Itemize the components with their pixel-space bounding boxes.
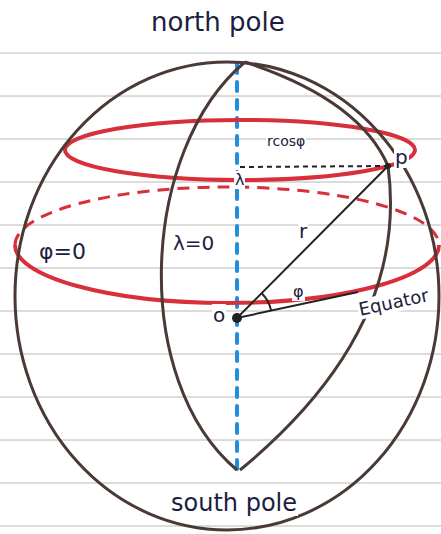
pole-label: south pole [170, 490, 298, 516]
angle-label: φ [292, 283, 305, 301]
angle-label: λ [234, 171, 245, 189]
point-dot [385, 163, 391, 169]
point-label: p [394, 146, 409, 168]
ruled-line [0, 526, 441, 527]
ruled-line [0, 397, 441, 398]
ruled-line [0, 225, 441, 226]
meridian-label: λ=0 [172, 232, 215, 254]
ruled-line [0, 440, 441, 441]
origin-label: o [212, 304, 226, 326]
angle-arc [262, 293, 272, 310]
ruled-line [0, 139, 441, 140]
sphere-outline [15, 62, 439, 530]
ruled-line [0, 96, 441, 97]
ruled-line [0, 354, 441, 355]
radius-label: r [298, 220, 308, 242]
polar-axis [235, 64, 239, 470]
latitude-radius [240, 166, 388, 167]
pole-label: north pole [150, 8, 286, 37]
ruled-line [0, 268, 441, 269]
origin-dot [232, 313, 242, 323]
meridian [161, 62, 245, 470]
equator-back [15, 187, 439, 245]
meridian [240, 62, 391, 470]
length-label: rcosφ [266, 134, 306, 149]
ruled-line [0, 53, 441, 54]
ruled-line [0, 483, 441, 484]
radius-line [237, 166, 388, 318]
notebook-lines [0, 53, 441, 526]
equator-angle-label: φ=0 [38, 240, 87, 264]
